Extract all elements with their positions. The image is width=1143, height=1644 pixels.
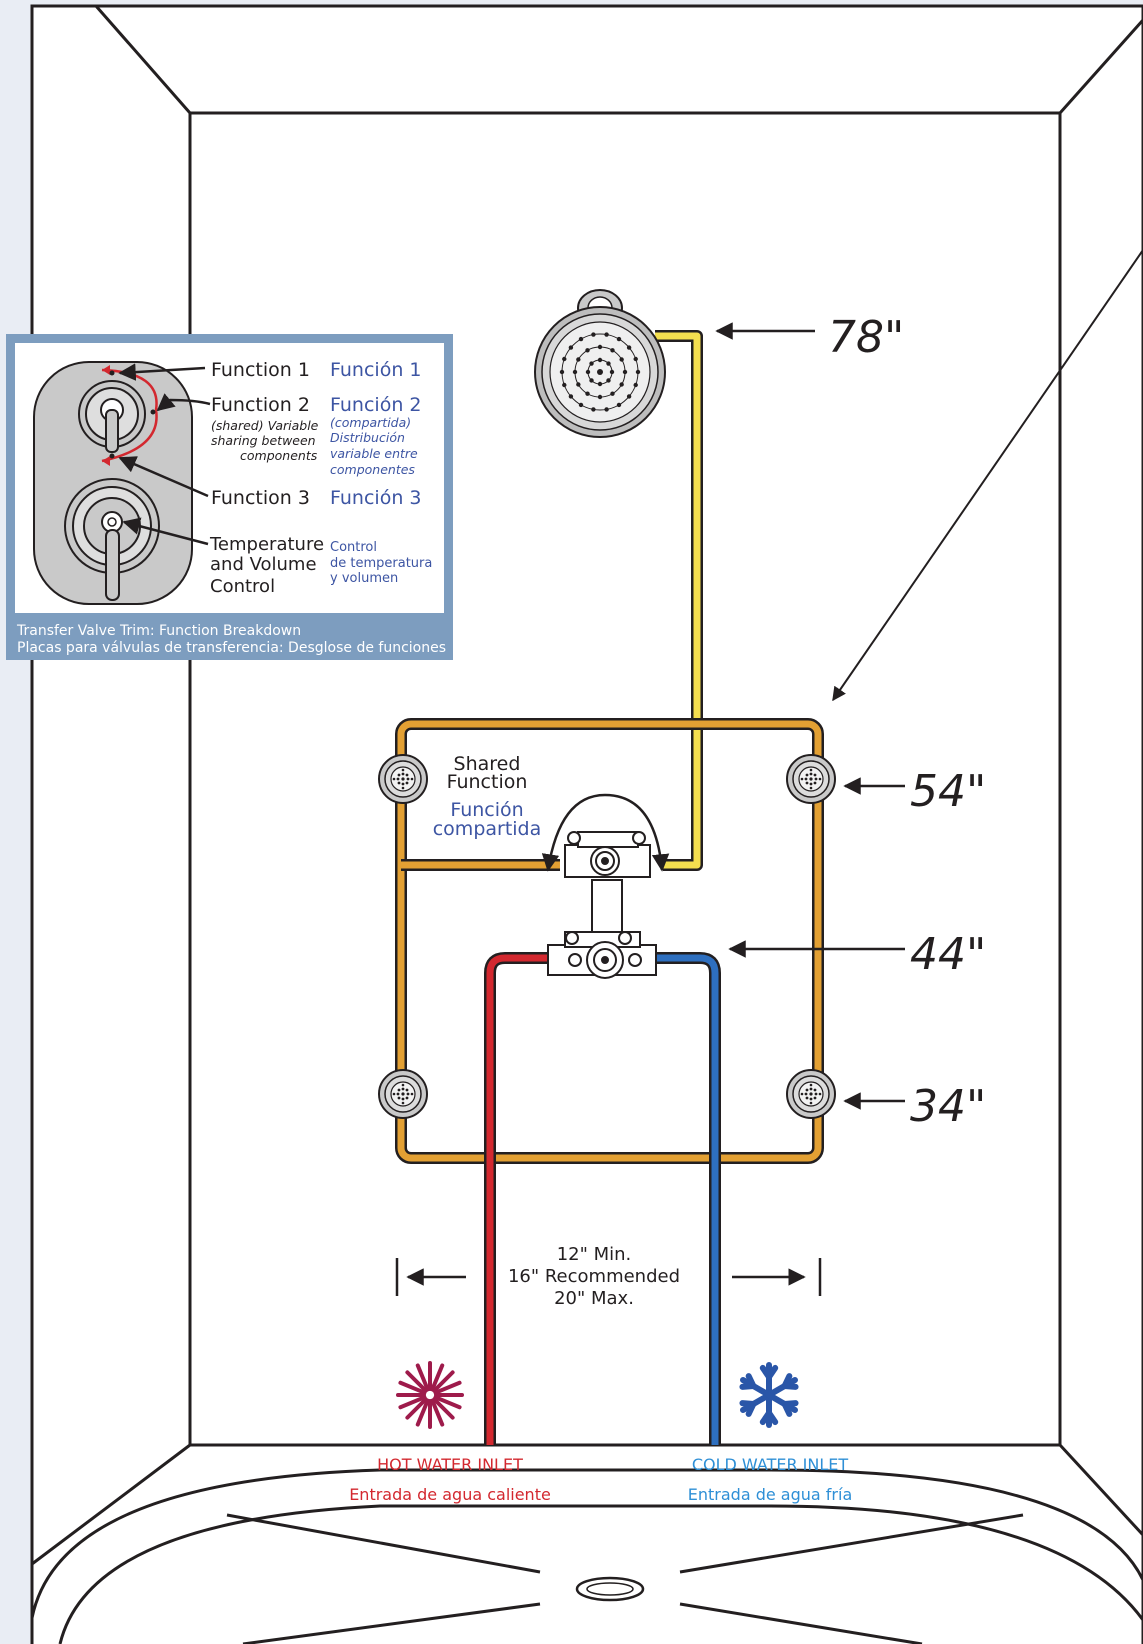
legend-f2-desc-es-1: (compartida) bbox=[330, 415, 411, 430]
cold-inlet-es: Entrada de agua fría bbox=[688, 1485, 853, 1504]
legend-f2-desc-es-2: Distribución bbox=[330, 430, 405, 445]
legend-temp-en-1: Temperature bbox=[209, 534, 324, 555]
spacing-min: 12" Min. bbox=[557, 1244, 632, 1265]
shower-head bbox=[534, 289, 666, 438]
height-78-label: 78" bbox=[828, 312, 904, 363]
spacing-recommended: 16" Recommended bbox=[508, 1266, 680, 1287]
hot-inlet-es: Entrada de agua caliente bbox=[349, 1485, 551, 1504]
legend-f2-es: Función 2 bbox=[330, 394, 422, 416]
legend-temp-en-2: and Volume bbox=[210, 554, 317, 575]
legend-f2-en: Function 2 bbox=[211, 394, 310, 416]
height-44-label: 44" bbox=[910, 929, 986, 980]
height-34-label: 34" bbox=[910, 1081, 986, 1132]
body-jet-lower-right bbox=[786, 1069, 836, 1119]
legend-f3-en: Function 3 bbox=[211, 487, 310, 509]
legend-f1-en: Function 1 bbox=[211, 359, 310, 381]
legend-f2-desc-en-2: sharing between bbox=[211, 433, 316, 448]
legend-f2-desc-en-1: (shared) Variable bbox=[211, 418, 319, 433]
function-legend: Function 1 Función 1 Function 2 Función … bbox=[6, 334, 453, 660]
legend-f2-desc-es-4: componentes bbox=[330, 462, 415, 477]
body-jet-lower-left bbox=[378, 1069, 428, 1119]
hot-sun-icon bbox=[396, 1361, 464, 1429]
legend-f2-desc-en-3: components bbox=[240, 448, 318, 463]
spacing-max: 20" Max. bbox=[554, 1288, 634, 1309]
body-spray-piping bbox=[395, 718, 824, 1164]
shared-function-en-1: Shared bbox=[454, 753, 521, 775]
legend-caption-en: Transfer Valve Trim: Function Breakdown bbox=[16, 623, 301, 639]
shared-function-en-2: Function bbox=[447, 771, 528, 793]
shared-function-arc bbox=[541, 793, 670, 872]
legend-f1-es: Función 1 bbox=[330, 359, 422, 381]
cold-snowflake-icon bbox=[739, 1362, 799, 1428]
legend-temp-es-1: Control bbox=[330, 540, 377, 555]
height-54-label: 54" bbox=[910, 766, 986, 817]
legend-temp-es-3: y volumen bbox=[330, 571, 398, 586]
body-jet-upper-right bbox=[786, 754, 836, 804]
shower-enclosure bbox=[30, 4, 1143, 1644]
legend-temp-es-2: de temperatura bbox=[330, 556, 432, 571]
shared-function-es-2: compartida bbox=[433, 818, 542, 840]
legend-f2-desc-es-3: variable entre bbox=[330, 446, 418, 461]
hot-inlet-en: HOT WATER INLET bbox=[377, 1455, 523, 1474]
body-jet-upper-left bbox=[378, 754, 428, 804]
cold-inlet-en: COLD WATER INLET bbox=[692, 1455, 849, 1474]
pointer-arrow bbox=[832, 249, 1143, 702]
legend-temp-en-3: Control bbox=[210, 576, 275, 597]
legend-caption-es: Placas para válvulas de transferencia: D… bbox=[17, 640, 446, 656]
shared-function-es-1: Función bbox=[450, 799, 523, 821]
legend-f3-es: Función 3 bbox=[330, 487, 422, 509]
